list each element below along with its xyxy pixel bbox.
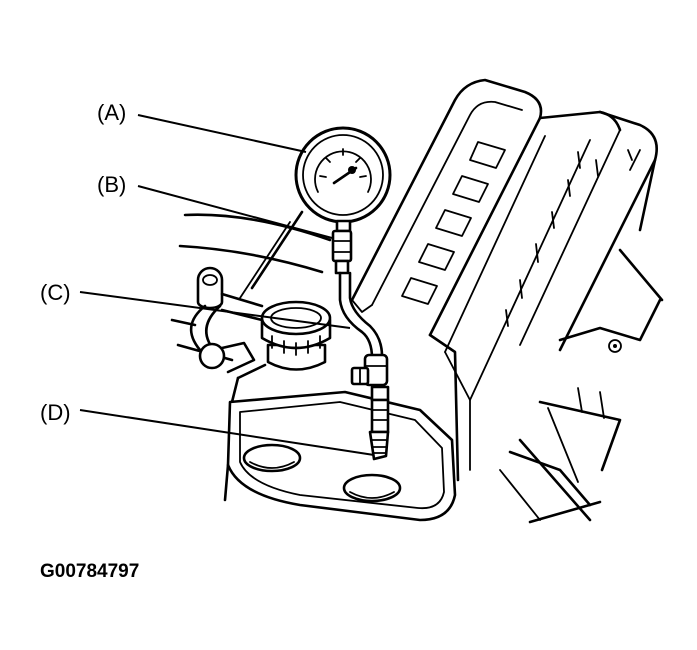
camshaft-cover bbox=[350, 78, 658, 482]
label-c: (C) bbox=[40, 280, 71, 305]
elbow-fitting bbox=[350, 353, 389, 387]
figure-code: G00784797 bbox=[40, 561, 139, 582]
oil-filler-cap bbox=[260, 300, 332, 371]
callout-labels: (A) (B) (C) (D) bbox=[40, 100, 126, 425]
leader-line-d bbox=[79, 409, 375, 456]
leader-line-b bbox=[137, 185, 333, 239]
leader-line-a bbox=[137, 114, 307, 153]
cylinder-block bbox=[499, 158, 664, 524]
label-b: (B) bbox=[97, 172, 126, 197]
leader-line-c bbox=[79, 291, 351, 329]
leader-lines bbox=[79, 114, 375, 456]
compression-gauge bbox=[294, 126, 392, 224]
label-a: (A) bbox=[97, 100, 126, 125]
plug-hole-adapter bbox=[368, 385, 390, 461]
gauge-hose bbox=[338, 271, 384, 360]
valve-cover-front bbox=[223, 363, 457, 522]
pipe-bracket bbox=[189, 266, 264, 374]
hose-connector bbox=[331, 219, 353, 275]
label-d: (D) bbox=[40, 400, 71, 425]
